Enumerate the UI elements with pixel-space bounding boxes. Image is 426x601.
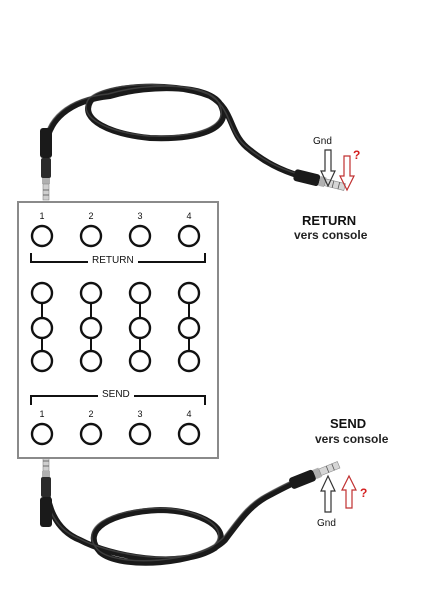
jack-send-2[interactable] — [79, 422, 103, 446]
return-question-mark: ? — [353, 148, 361, 162]
send-plug-left — [40, 454, 52, 527]
return-gnd-label: Gnd — [313, 136, 332, 147]
jack-send-1[interactable] — [30, 422, 54, 446]
send-plug-right — [289, 461, 341, 489]
send-gnd-label: Gnd — [317, 518, 336, 529]
send-signal-arrow — [341, 474, 357, 509]
jacks — [30, 224, 201, 446]
patchbay-panel — [17, 201, 219, 459]
jack-return-4[interactable] — [177, 224, 201, 248]
return-cable-wire — [43, 83, 303, 179]
send-cable — [40, 454, 357, 566]
jack-send-3[interactable] — [128, 422, 152, 446]
jack-mid-bottom-4[interactable] — [177, 349, 201, 373]
return-signal-arrow — [339, 155, 355, 192]
return-cable — [40, 83, 355, 201]
jack-mid-bottom-3[interactable] — [128, 349, 152, 373]
return-subtitle: vers console — [294, 228, 368, 242]
send-gnd-arrow — [320, 474, 336, 513]
return-bus-label: RETURN — [88, 255, 138, 266]
return-number-3: 3 — [137, 211, 143, 221]
send-subtitle: vers console — [315, 432, 389, 446]
send-title: SEND — [330, 416, 367, 431]
jack-return-2[interactable] — [79, 224, 103, 248]
return-plug-right — [293, 169, 346, 191]
jack-mid-bottom-1[interactable] — [30, 349, 54, 373]
return-plug-left — [40, 128, 52, 201]
jack-mid-top-2[interactable] — [79, 281, 103, 305]
send-number-2: 2 — [88, 409, 94, 419]
jack-return-3[interactable] — [128, 224, 152, 248]
send-bus-label: SEND — [98, 389, 134, 400]
jack-mid-center-4[interactable] — [177, 316, 201, 340]
return-gnd-arrow — [320, 149, 336, 188]
send-question-mark: ? — [360, 486, 368, 500]
jack-mid-top-4[interactable] — [177, 281, 201, 305]
return-title: RETURN — [302, 213, 357, 228]
send-number-1: 1 — [39, 409, 45, 419]
jack-send-4[interactable] — [177, 422, 201, 446]
return-number-2: 2 — [88, 211, 94, 221]
send-cable-wire — [43, 475, 308, 566]
jack-mid-top-3[interactable] — [128, 281, 152, 305]
jack-return-1[interactable] — [30, 224, 54, 248]
jack-mid-center-3[interactable] — [128, 316, 152, 340]
jack-mid-top-1[interactable] — [30, 281, 54, 305]
jack-mid-center-2[interactable] — [79, 316, 103, 340]
return-number-1: 1 — [39, 211, 45, 221]
return-number-4: 4 — [186, 211, 192, 221]
jack-mid-bottom-2[interactable] — [79, 349, 103, 373]
jack-mid-center-1[interactable] — [30, 316, 54, 340]
send-number-4: 4 — [186, 409, 192, 419]
send-number-3: 3 — [137, 409, 143, 419]
